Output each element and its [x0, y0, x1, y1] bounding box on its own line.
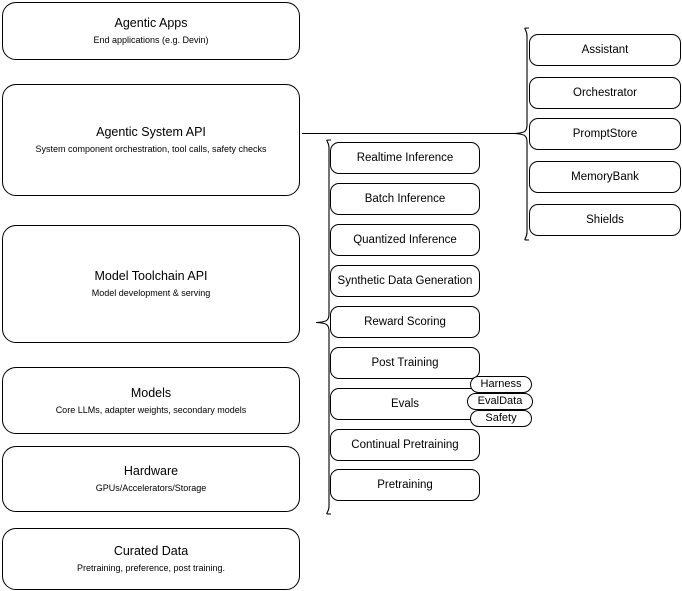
layer-box-agentic-apps[interactable]: Agentic Apps End applications (e.g. Devi… — [2, 2, 300, 60]
layer-box-agentic-system-api[interactable]: Agentic System API System component orch… — [2, 84, 300, 196]
layer-box-curated-data[interactable]: Curated Data Pretraining, preference, po… — [2, 528, 300, 590]
component-label: Synthetic Data Generation — [337, 275, 473, 287]
component-pretraining[interactable]: Pretraining — [330, 469, 480, 501]
component-shields[interactable]: Shields — [529, 204, 681, 236]
component-label: PromptStore — [572, 128, 638, 140]
layer-subtitle: End applications (e.g. Devin) — [93, 35, 209, 45]
layer-title: Model Toolchain API — [94, 269, 208, 283]
layer-title: Curated Data — [113, 544, 189, 558]
component-label: Orchestrator — [573, 87, 637, 99]
component-label: Pretraining — [377, 479, 433, 491]
component-label: Quantized Inference — [353, 234, 457, 246]
layer-title: Agentic System API — [96, 125, 206, 139]
component-orchestrator[interactable]: Orchestrator — [529, 77, 681, 109]
pill-harness[interactable]: Harness — [470, 376, 532, 393]
brace-model-toolchain — [315, 139, 332, 515]
connector-line-agentic-system-api — [302, 133, 516, 134]
component-reward-scoring[interactable]: Reward Scoring — [330, 306, 480, 338]
component-synthetic-data-generation[interactable]: Synthetic Data Generation — [330, 265, 480, 297]
layer-subtitle: System component orchestration, tool cal… — [35, 144, 267, 154]
component-promptstore[interactable]: PromptStore — [529, 118, 681, 150]
component-quantized-inference[interactable]: Quantized Inference — [330, 224, 480, 256]
pill-safety[interactable]: Safety — [470, 410, 532, 427]
component-label: Post Training — [371, 357, 439, 369]
layer-title: Hardware — [123, 464, 179, 478]
layer-box-models[interactable]: Models Core LLMs, adapter weights, secon… — [2, 367, 300, 434]
component-assistant[interactable]: Assistant — [529, 34, 681, 66]
component-label: Evals — [390, 398, 420, 410]
brace-agentic-system — [513, 27, 530, 241]
component-continual-pretraining[interactable]: Continual Pretraining — [330, 429, 480, 461]
component-label: MemoryBank — [571, 171, 639, 183]
component-batch-inference[interactable]: Batch Inference — [330, 183, 480, 215]
layer-subtitle: GPUs/Accelerators/Storage — [95, 483, 207, 493]
layer-box-model-toolchain-api[interactable]: Model Toolchain API Model development & … — [2, 225, 300, 343]
component-post-training[interactable]: Post Training — [330, 347, 480, 379]
component-label: Batch Inference — [364, 193, 446, 205]
pill-label: Harness — [480, 378, 522, 390]
component-label: Shields — [586, 214, 624, 226]
component-label: Reward Scoring — [364, 316, 446, 328]
layer-subtitle: Model development & serving — [91, 288, 211, 298]
pill-label: EvalData — [477, 395, 523, 407]
layer-subtitle: Pretraining, preference, post training. — [76, 563, 226, 573]
layer-title: Agentic Apps — [114, 16, 188, 30]
pill-label: Safety — [485, 412, 517, 424]
layer-subtitle: Core LLMs, adapter weights, secondary mo… — [55, 404, 247, 415]
component-memorybank[interactable]: MemoryBank — [529, 161, 681, 193]
component-realtime-inference[interactable]: Realtime Inference — [330, 142, 480, 174]
component-label: Realtime Inference — [356, 152, 454, 164]
component-label: Assistant — [581, 44, 629, 56]
layer-box-hardware[interactable]: Hardware GPUs/Accelerators/Storage — [2, 446, 300, 512]
component-label: Continual Pretraining — [351, 439, 459, 451]
component-evals[interactable]: Evals — [330, 388, 480, 420]
pill-evaldata[interactable]: EvalData — [467, 393, 533, 410]
layer-title: Models — [130, 385, 172, 400]
